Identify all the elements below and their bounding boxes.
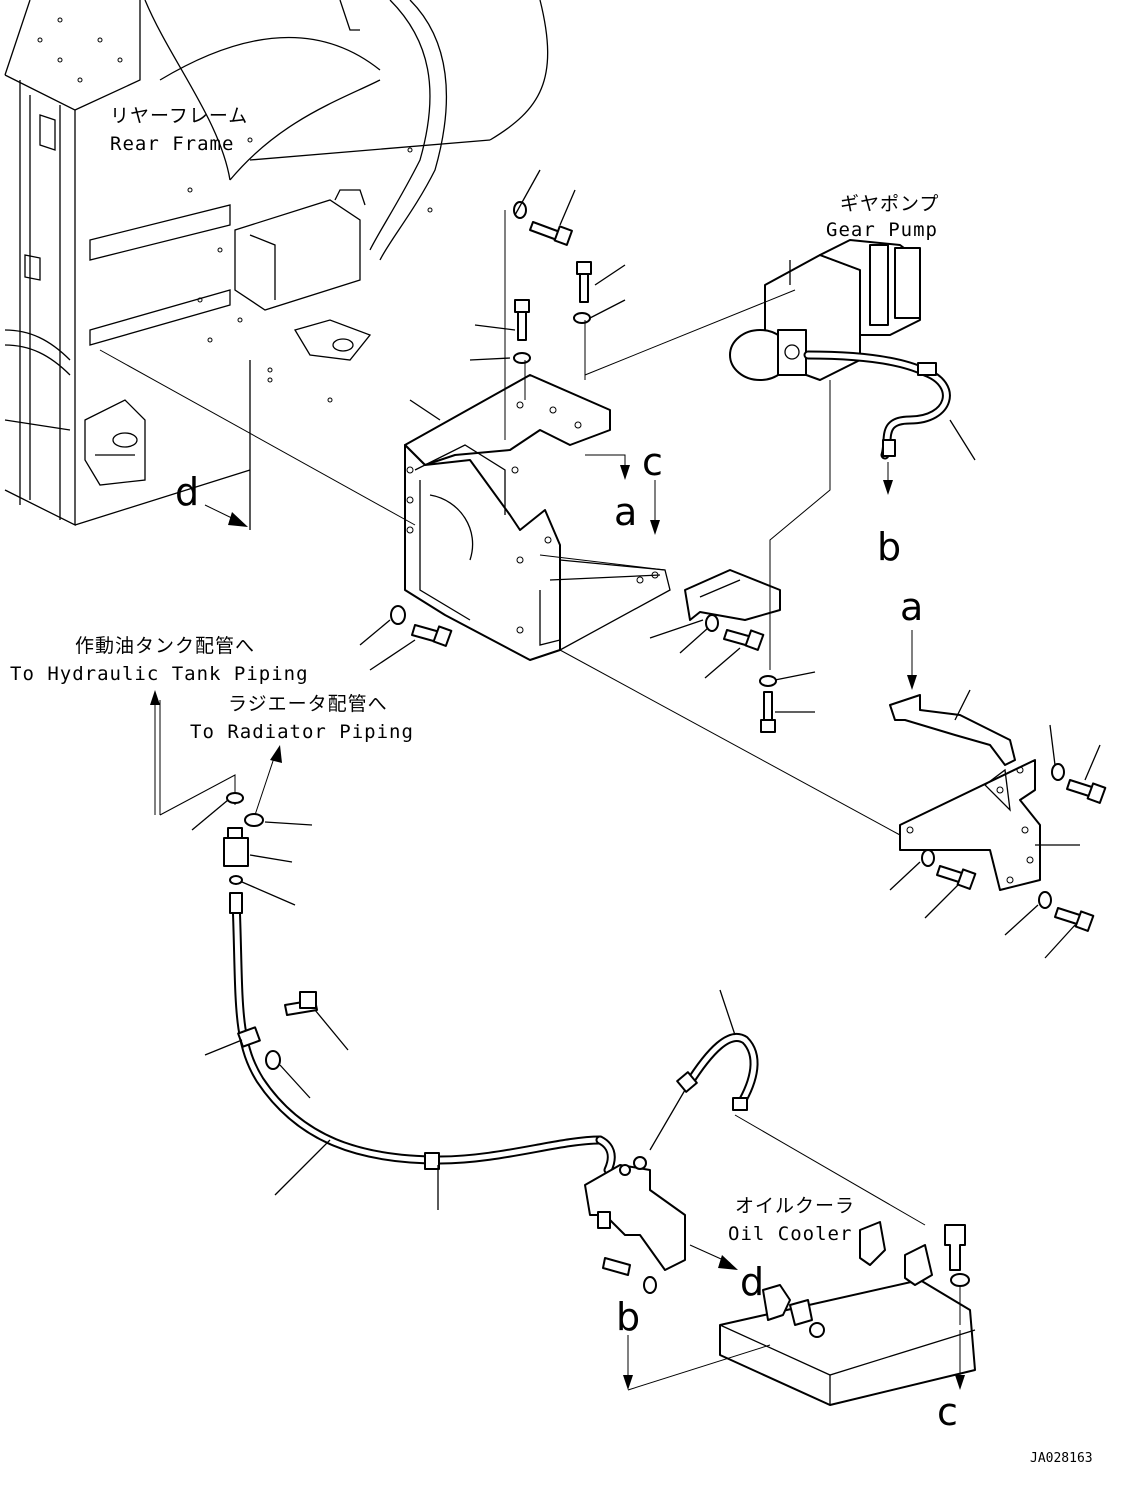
callout-d-bottom: d: [740, 1260, 764, 1304]
rear-frame: [4, 0, 549, 530]
arrow-d-left: [228, 512, 248, 527]
callout-a-top: a: [614, 490, 637, 534]
gear-pump-label-en: Gear Pump: [826, 219, 938, 241]
arrow-hydraulic-tank: [150, 690, 160, 705]
callout-arrows: [150, 454, 965, 1391]
arrow-b-bottom: [623, 1375, 633, 1390]
radiator-label-jp: ラジエータ配管へ: [228, 693, 388, 715]
callout-b-bottom: b: [616, 1295, 640, 1339]
radiator-label-en: To Radiator Piping: [190, 721, 414, 743]
drawing-number: JA028163: [1030, 1451, 1093, 1466]
arrow-c-top: [650, 520, 660, 535]
hydraulic-tank-label-en: To Hydraulic Tank Piping: [10, 663, 309, 685]
callout-a-right: a: [900, 585, 923, 629]
hydraulic-tank-label-jp: 作動油タンク配管へ: [75, 635, 255, 657]
oil-cooler-label-en: Oil Cooler: [728, 1223, 852, 1245]
callout-c-bottom: c: [937, 1390, 958, 1434]
callout-d-left: d: [175, 470, 199, 514]
bracket-fasteners: [409, 169, 626, 440]
gear-pump-label-jp: ギヤポンプ: [840, 193, 939, 215]
gear-pump: [729, 239, 976, 670]
oil-cooler: [719, 1114, 976, 1406]
callout-b-top: b: [877, 525, 901, 569]
arrow-a-top: [620, 465, 630, 480]
arrow-c-bottom: [955, 1375, 965, 1390]
lower-bracket-fasteners: [359, 569, 816, 733]
right-brackets: [889, 689, 1107, 959]
rear-frame-label-jp: リヤーフレーム: [110, 105, 248, 127]
callout-c-top: c: [642, 440, 663, 484]
assembly-lines: [99, 289, 901, 836]
piping: [191, 792, 759, 1294]
oil-cooler-label-jp: オイルクーラ: [735, 1195, 855, 1217]
arrow-a-right: [907, 675, 917, 690]
text-labels: リヤーフレーム Rear Frame ギヤポンプ Gear Pump 作動油タン…: [10, 105, 1093, 1466]
arrow-d-bottom: [718, 1255, 738, 1270]
rear-frame-label-en: Rear Frame: [110, 133, 234, 155]
main-bracket: [404, 374, 671, 661]
arrow-radiator: [270, 745, 282, 763]
arrow-b-top: [883, 480, 893, 495]
